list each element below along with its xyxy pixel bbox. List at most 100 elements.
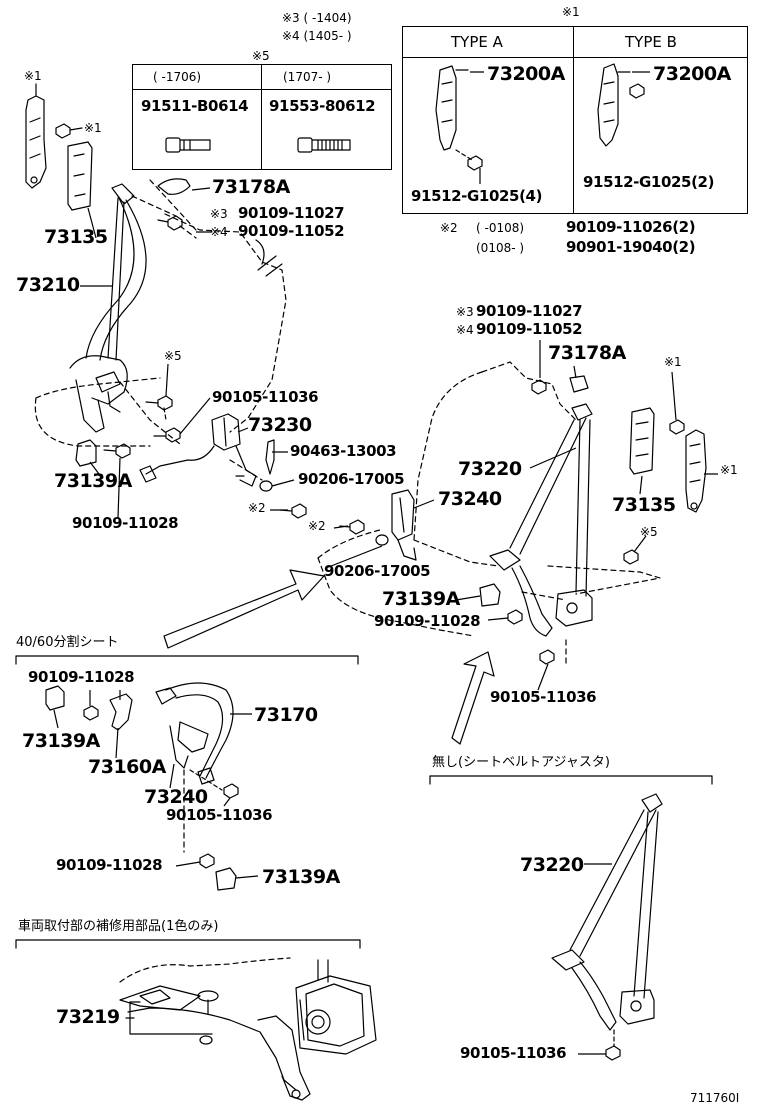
label-right-x4: ※4	[456, 323, 474, 337]
label-73178a-right: 73178A	[548, 342, 626, 364]
label-x1-right-top: ※1	[664, 355, 682, 369]
label-90105-11036-right: 90105-11036	[490, 688, 597, 706]
note-x3-range: ※3 ( -1404)	[282, 11, 352, 25]
label-90109-11052-left: 90109-11052	[238, 222, 345, 240]
label-x3-left: ※3	[210, 207, 228, 221]
left-belt-73210	[69, 183, 147, 433]
label-x2-note: ※2	[440, 221, 458, 235]
label-x1-top: ※1	[24, 69, 42, 83]
section-repair-frame	[15, 939, 361, 949]
bolt-table-value-2: 91553-80612	[269, 97, 376, 115]
label-x2-a: ※2	[248, 501, 266, 515]
label-90109-11026: 90109-11026(2)	[566, 218, 696, 236]
split-90109-11028-b: 90109-11028	[56, 856, 163, 874]
split-90109-11028: 90109-11028	[28, 668, 135, 686]
type-a-anchor	[435, 65, 483, 171]
label-73139a-left: 73139A	[54, 470, 132, 492]
note-x4-range: ※4 (1405- )	[282, 29, 352, 43]
label-x5-left: ※5	[164, 349, 182, 363]
label-right-90109-11052: 90109-11052	[476, 320, 583, 338]
split-parts-art	[45, 682, 239, 891]
label-73220: 73220	[458, 458, 522, 480]
type-table: TYPE A TYPE B 73200A 73200A 91512-G1025(…	[402, 26, 748, 214]
diagram-number: 711760I	[690, 1091, 740, 1105]
label-73178a-left: 73178A	[212, 176, 290, 198]
label-73230: 73230	[248, 414, 312, 436]
right-seat-outline	[317, 361, 661, 665]
label-right-x3: ※3	[456, 305, 474, 319]
split-73139a-b: 73139A	[262, 866, 340, 888]
right-belt-73220	[489, 403, 593, 637]
label-x4-left: ※4	[210, 225, 228, 239]
noadj-belt-art	[551, 793, 663, 1061]
type-a-header: TYPE A	[451, 33, 503, 51]
type-b-bolt: 91512-G1025(2)	[583, 173, 715, 191]
left-seat-outline	[34, 179, 287, 481]
type-a-part-73200a: 73200A	[487, 63, 565, 85]
left-cover-73139a	[75, 439, 97, 467]
right-anchor-bracket	[685, 429, 707, 513]
noadj-73220: 73220	[520, 854, 584, 876]
label-90105-11036-left: 90105-11036	[212, 388, 319, 406]
label-90109-11028-left: 90109-11028	[72, 514, 179, 532]
label-90206-17005-a: 90206-17005	[298, 470, 405, 488]
type-a-bolt: 91512-G1025(4)	[411, 187, 543, 205]
right-cap-73178a	[569, 375, 589, 393]
left-cover-73135	[67, 141, 93, 211]
label-right-90109-11027: 90109-11027	[476, 302, 583, 320]
label-73139a-right: 73139A	[382, 588, 460, 610]
section-repair-title: 車両取付部の補修用部品(1色のみ)	[18, 919, 219, 934]
label-x2-range1: ( -0108)	[476, 221, 525, 235]
center-buckle-73240	[391, 489, 417, 561]
label-90901-19040: 90901-19040(2)	[566, 238, 696, 256]
bolt-picture-b	[297, 137, 351, 153]
label-x1-bolt: ※1	[84, 121, 102, 135]
left-anchor-bolt	[55, 123, 83, 139]
type-b-header: TYPE B	[625, 33, 677, 51]
label-90109-11027-left: 90109-11027	[238, 204, 345, 222]
section-split-frame	[15, 655, 359, 665]
bolt-table-header-2: (1707- )	[283, 70, 332, 84]
noadj-90105-11036: 90105-11036	[460, 1044, 567, 1062]
label-73240-center: 73240	[438, 488, 502, 510]
right-cover-73135	[629, 407, 655, 475]
right-cover-73139a	[479, 583, 501, 607]
label-73135-left: 73135	[44, 226, 108, 248]
repair-parts-art	[119, 957, 377, 1101]
left-anchor-bracket	[25, 83, 47, 189]
label-73210: 73210	[16, 274, 80, 296]
bolt-table-header-1: ( -1706)	[153, 70, 202, 84]
label-90109-11028-right: 90109-11028	[374, 612, 481, 630]
type-b-part-73200a: 73200A	[653, 63, 731, 85]
split-73160a: 73160A	[88, 756, 166, 778]
bolt-table: ( -1706) (1707- ) 91511-B0614 91553-8061…	[132, 64, 392, 170]
label-73135-right: 73135	[612, 494, 676, 516]
section-noadj-title: 無し(シートベルトアジャスタ)	[432, 755, 610, 770]
section-split-title: 40/60分割シート	[16, 635, 119, 650]
split-90105-11036: 90105-11036	[166, 806, 273, 824]
section-noadj-frame	[429, 775, 713, 785]
repair-73219: 73219	[56, 1006, 120, 1028]
label-x5-right: ※5	[640, 525, 658, 539]
left-cap-73178a	[157, 178, 191, 195]
arrow-left	[163, 569, 325, 649]
label-x2-range2: (0108- )	[476, 241, 525, 255]
label-x1-right-side: ※1	[720, 463, 738, 477]
type-table-title: ※1	[562, 5, 580, 19]
label-90463-13003: 90463-13003	[290, 442, 397, 460]
split-73170: 73170	[254, 704, 318, 726]
bolt-picture-a	[165, 137, 211, 153]
bolt-table-value-1: 91511-B0614	[141, 97, 249, 115]
label-90206-17005-b: 90206-17005	[324, 562, 431, 580]
arrow-bottom	[451, 651, 495, 745]
buckle-73230	[139, 413, 257, 487]
bolt-table-title: ※5	[252, 49, 270, 63]
type-b-anchor	[597, 63, 645, 147]
split-73240: 73240	[144, 786, 208, 808]
